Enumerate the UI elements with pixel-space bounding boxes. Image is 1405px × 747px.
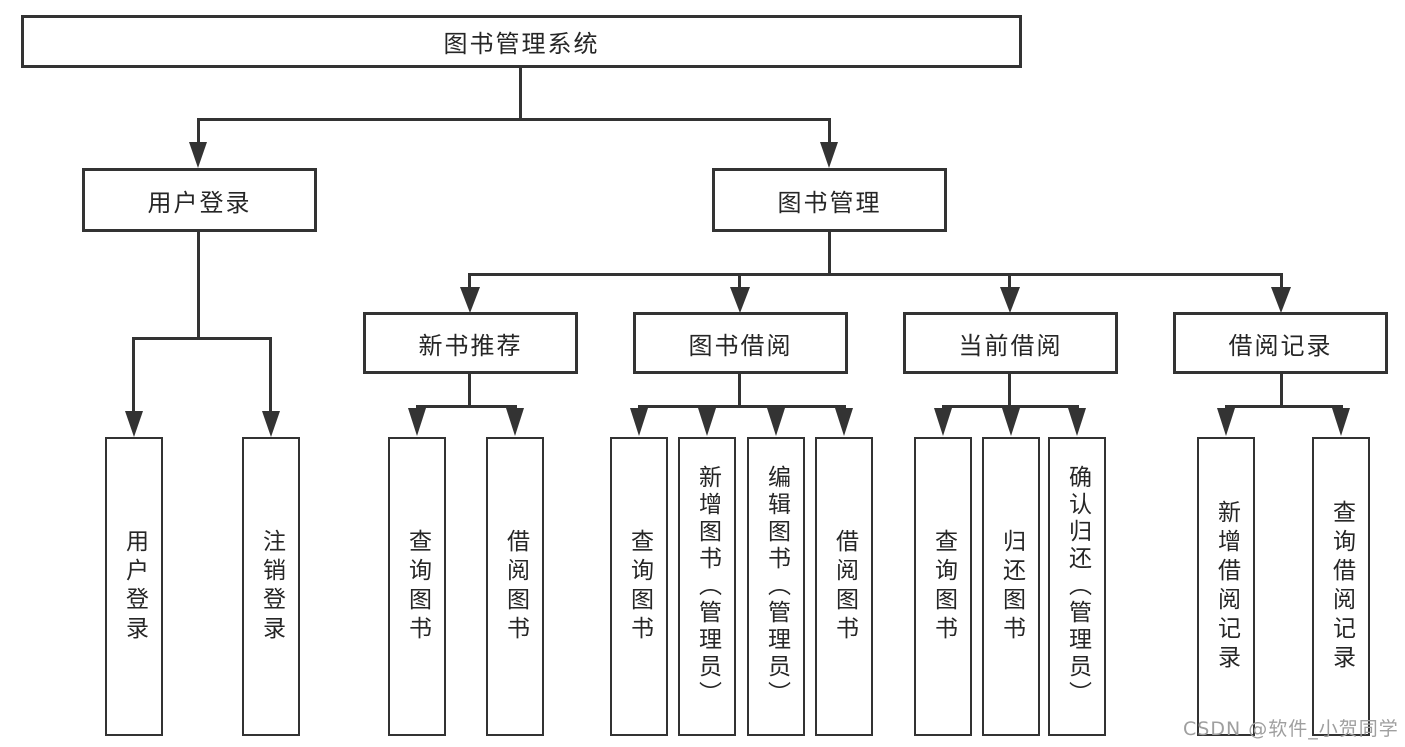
node-user-login: 用户登录 xyxy=(82,168,317,232)
leaf-borrow-books-borrowing: 借阅图书 xyxy=(815,437,873,736)
arrow-down-current-borrowing xyxy=(1000,287,1020,313)
leaf-edit-books-admin: 编辑图书（管理员） xyxy=(747,437,805,736)
arrow-down-return-books xyxy=(1002,408,1020,436)
leaf-borrow-books-recommend: 借阅图书 xyxy=(486,437,544,736)
connector-level2-bus xyxy=(469,273,1283,276)
leaf-query-borrow-record: 查询借阅记录 xyxy=(1312,437,1370,736)
connector-group-a-bus xyxy=(416,405,517,408)
leaf-return-books: 归还图书 xyxy=(982,437,1040,736)
arrow-down-edit-books xyxy=(767,408,785,436)
connector-borrowing-records-stem xyxy=(1280,273,1283,289)
connector-group-b-down xyxy=(738,372,741,408)
connector-user-login-down xyxy=(197,232,200,340)
connector-book-management-stem xyxy=(828,118,831,145)
node-new-book-recommendation: 新书推荐 xyxy=(363,312,578,374)
leaf-logout-login: 注销登录 xyxy=(242,437,300,736)
connector-group-d-bus xyxy=(1225,405,1343,408)
arrow-down-add-borrow-record xyxy=(1217,408,1235,436)
arrow-down-borrow-books-a xyxy=(506,408,524,436)
connector-user-login-bus xyxy=(133,337,272,340)
leaf-query-books-current: 查询图书 xyxy=(914,437,972,736)
connector-group-c-down xyxy=(1008,372,1011,408)
leaf-confirm-return-admin: 确认归还（管理员） xyxy=(1048,437,1106,736)
node-borrowing-records: 借阅记录 xyxy=(1173,312,1388,374)
arrow-down-leaf-logout xyxy=(262,411,280,437)
arrow-down-add-books xyxy=(698,408,716,436)
node-book-borrowing: 图书借阅 xyxy=(633,312,848,374)
connector-group-b-bus xyxy=(638,405,846,408)
arrow-down-book-borrowing xyxy=(730,287,750,313)
connector-root-stem xyxy=(519,68,522,120)
connector-level1-bus xyxy=(198,118,831,121)
arrow-down-book-management xyxy=(820,142,838,168)
connector-group-c-bus xyxy=(942,405,1079,408)
node-library-management-system: 图书管理系统 xyxy=(21,15,1022,68)
node-book-management: 图书管理 xyxy=(712,168,947,232)
arrow-down-user-login xyxy=(189,142,207,168)
connector-user-login-stem xyxy=(197,118,200,145)
arrow-down-query-books-b xyxy=(630,408,648,436)
connector-new-book-stem xyxy=(468,273,471,289)
connector-book-management-down xyxy=(828,232,831,275)
arrow-down-query-books-c xyxy=(934,408,952,436)
arrow-down-leaf-user-login xyxy=(125,411,143,437)
arrow-down-borrowing-records xyxy=(1271,287,1291,313)
connector-group-a-down xyxy=(468,372,471,408)
node-current-borrowing: 当前借阅 xyxy=(903,312,1118,374)
watermark: CSDN @软件_小贺同学 xyxy=(1183,718,1399,740)
arrow-down-query-borrow-record xyxy=(1332,408,1350,436)
arrow-down-query-books-a xyxy=(408,408,426,436)
arrow-down-confirm-return xyxy=(1068,408,1086,436)
connector-leaf-logout-stem xyxy=(269,337,272,413)
arrow-down-borrow-books-b xyxy=(835,408,853,436)
connector-book-borrowing-stem xyxy=(738,273,741,289)
connector-leaf-user-login-stem xyxy=(132,337,135,413)
connector-current-borrowing-stem xyxy=(1008,273,1011,289)
leaf-add-books-admin: 新增图书（管理员） xyxy=(678,437,736,736)
leaf-query-books-recommend: 查询图书 xyxy=(388,437,446,736)
connector-group-d-down xyxy=(1280,372,1283,408)
leaf-user-login: 用户登录 xyxy=(105,437,163,736)
arrow-down-new-book-recommendation xyxy=(460,287,480,313)
leaf-add-borrow-record: 新增借阅记录 xyxy=(1197,437,1255,736)
leaf-query-books-borrowing: 查询图书 xyxy=(610,437,668,736)
